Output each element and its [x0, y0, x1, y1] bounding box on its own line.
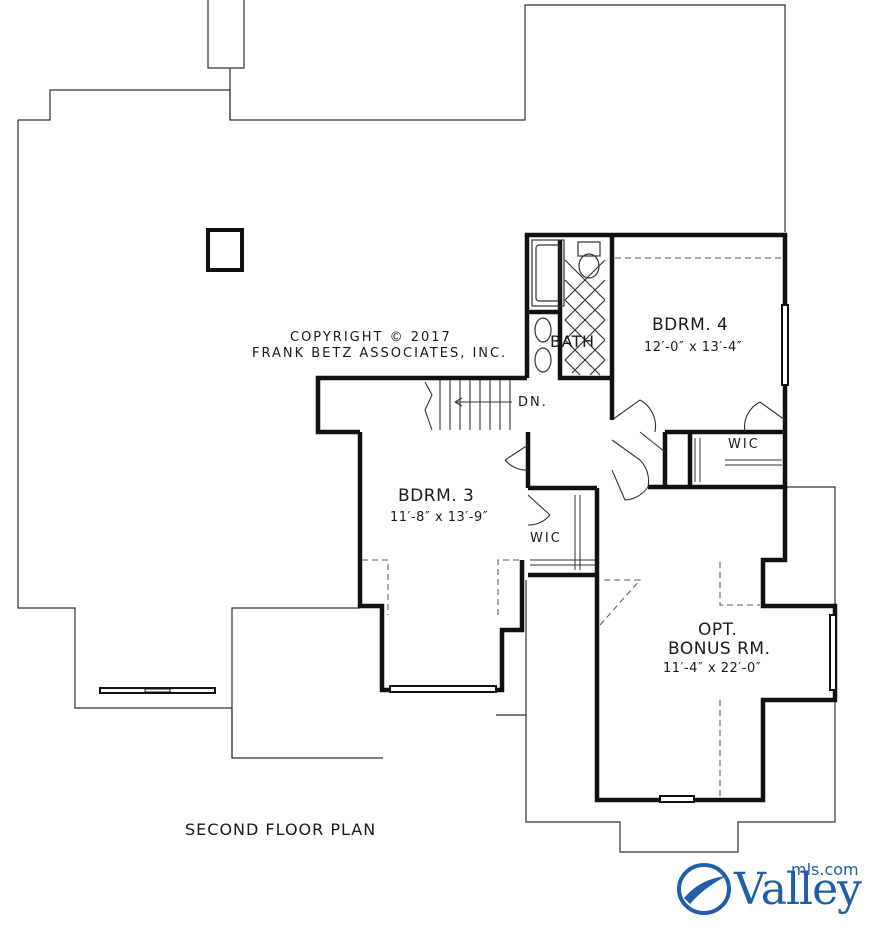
roof-outline: [17, 0, 836, 853]
copyright-line-2: FRANK BETZ ASSOCIATES, INC.: [252, 346, 508, 361]
bonus-dimensions: 11′-4″ x 22′-0″: [663, 661, 762, 676]
bonus-line-2: BONUS RM.: [668, 639, 771, 659]
logo-word: Valley: [734, 864, 862, 915]
walls: [315, 232, 838, 803]
bonus-line-1: OPT.: [698, 620, 738, 640]
bdrm4-dimensions: 12′-0″ x 13′-4″: [644, 340, 743, 355]
valleymls-logo: Valley mls.com: [676, 860, 866, 920]
bath-label: BATH: [550, 332, 595, 351]
stair: [424, 380, 512, 431]
bdrm3-dimensions: 11′-8″ x 13′-9″: [390, 510, 489, 525]
ceiling-dashes: [362, 257, 782, 800]
wic-right-label: WIC: [728, 437, 760, 452]
windows: [99, 304, 837, 803]
chimney: [206, 228, 244, 272]
closet-rods: [530, 438, 782, 570]
bath-fixtures: [531, 239, 606, 376]
bdrm3-name: BDRM. 3: [398, 486, 475, 506]
copyright-line-1: COPYRIGHT © 2017: [290, 330, 452, 345]
swoosh-icon: [677, 863, 731, 915]
plan-title: SECOND FLOOR PLAN: [185, 820, 377, 839]
stair-down-label: DN.: [518, 395, 548, 410]
logo-sub: mls.com: [791, 860, 859, 879]
bdrm4-name: BDRM. 4: [652, 315, 729, 335]
doors: [504, 399, 786, 526]
wic-left-label: WIC: [530, 531, 562, 546]
